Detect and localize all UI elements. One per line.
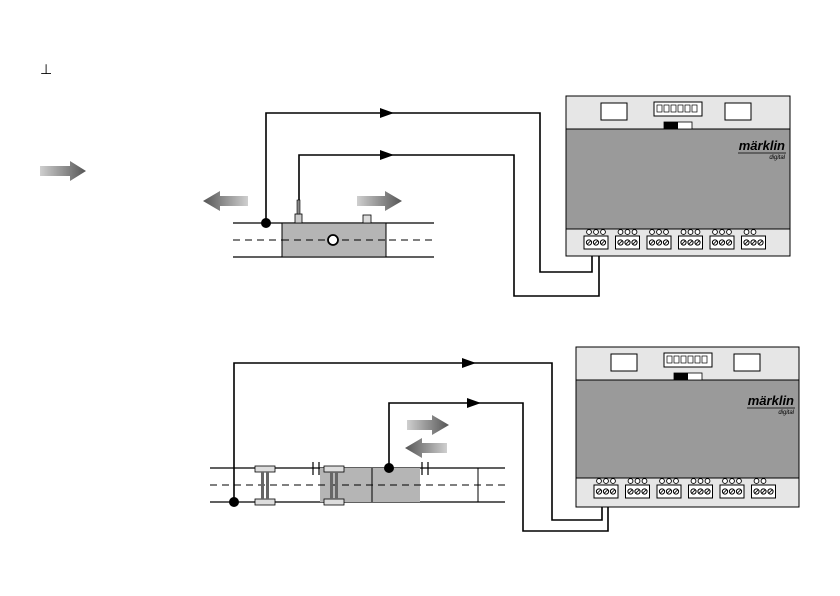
brand-sub: digital — [769, 155, 785, 161]
brand-logo: märklin — [748, 393, 794, 408]
dip-switch — [681, 356, 686, 363]
dip-switch — [685, 105, 690, 112]
dip-switch — [695, 356, 700, 363]
brand-sub: digital — [778, 410, 794, 416]
decoder-window-right — [734, 354, 760, 371]
terminal-block — [616, 230, 640, 249]
decoder-window-left — [611, 354, 637, 371]
direction-arrow-legend — [40, 161, 86, 181]
terminal-block — [720, 479, 744, 498]
reed-contact-icon — [328, 235, 338, 245]
decoder-box-top: märklin digital — [566, 96, 790, 256]
diagram-bottom: märklin digital — [210, 347, 799, 531]
decoder-window-left — [601, 103, 627, 120]
connector-pin-left — [295, 214, 302, 223]
decoder-box-bottom: märklin digital — [576, 347, 799, 507]
dip-switch — [674, 356, 679, 363]
diagram-top: märklin digital — [40, 96, 790, 296]
dip-switch — [702, 356, 707, 363]
direction-arrow-right — [357, 191, 402, 211]
dip-switch — [671, 105, 676, 112]
direction-arrow-left — [405, 438, 447, 458]
dip-switch — [692, 105, 697, 112]
direction-arrow-left — [203, 191, 248, 211]
terminal-block — [584, 230, 608, 249]
terminal-block — [657, 479, 681, 498]
terminal-block — [689, 479, 713, 498]
dip-switch — [678, 105, 683, 112]
dip-switch — [688, 356, 693, 363]
brand-logo: märklin — [739, 138, 785, 153]
terminal-block — [710, 230, 734, 249]
terminal-block — [626, 479, 650, 498]
dip-switch — [664, 105, 669, 112]
connector-pin-right — [363, 215, 371, 223]
dip-switch — [657, 105, 662, 112]
decoder-window-right — [725, 103, 751, 120]
terminal-block — [594, 479, 618, 498]
direction-arrow-right — [407, 415, 449, 435]
terminal-block — [647, 230, 671, 249]
dip-switch — [667, 356, 672, 363]
terminal-block — [679, 230, 703, 249]
